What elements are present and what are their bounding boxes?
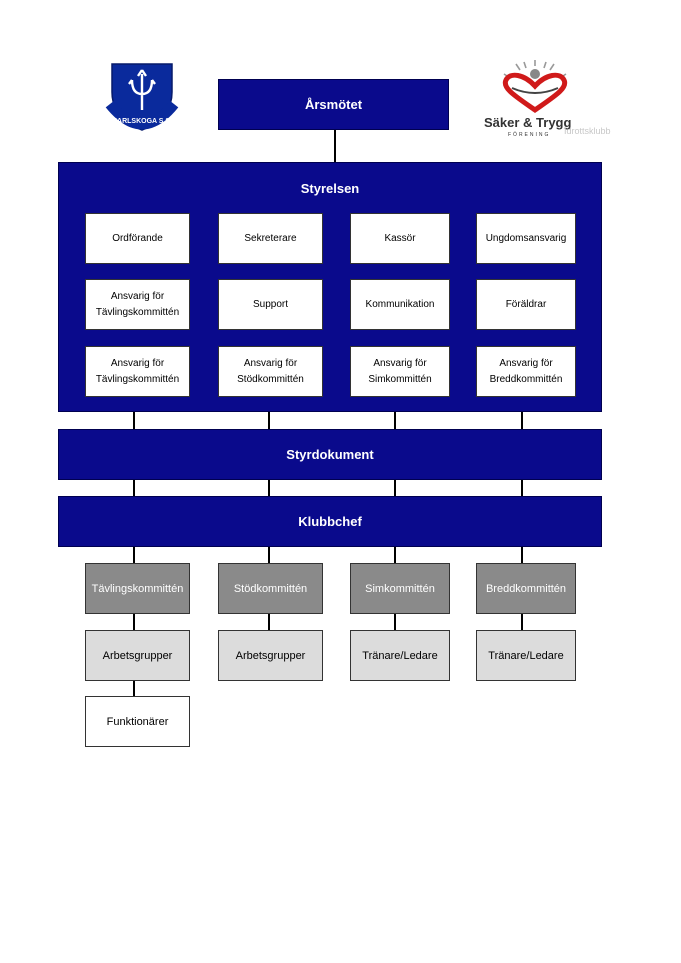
connector-doc-4 — [521, 478, 523, 498]
role-text-line2: Tävlingskommittén — [95, 306, 180, 318]
connector-doc-2 — [268, 478, 270, 498]
role-tavling-2: Ansvarig för Tävlingskommittén — [85, 346, 190, 397]
role-foraldrar: Föräldrar — [476, 279, 576, 330]
role-kommunikation: Kommunikation — [350, 279, 450, 330]
connector-chef-4 — [521, 546, 523, 564]
role-text-line2: Tävlingskommittén — [95, 373, 180, 385]
connector-chef-2 — [268, 546, 270, 564]
funktionarer-box: Funktionärer — [85, 696, 190, 747]
role-tavling-1: Ansvarig för Tävlingskommittén — [85, 279, 190, 330]
role-text-line2: Simkommittén — [368, 373, 432, 385]
committee-bredd: Breddkommittén — [476, 563, 576, 614]
connector-doc-1 — [133, 478, 135, 498]
connector-board-4 — [521, 411, 523, 431]
role-text: Support — [252, 298, 289, 310]
role-ordforande: Ordförande — [85, 213, 190, 264]
logo-right-line1: Säker & Trygg — [484, 115, 572, 130]
committee-stod: Stödkommittén — [218, 563, 323, 614]
subgroup-3: Tränare/Ledare — [350, 630, 450, 681]
connector-chef-1 — [133, 546, 135, 564]
subgroup-1: Arbetsgrupper — [85, 630, 190, 681]
saker-trygg-logo: Säker & Trygg Idrottsklubb FÖRENING — [478, 60, 638, 144]
logo-left-text: KARLSKOGA S.S. — [112, 118, 172, 125]
role-text: Kommunikation — [365, 298, 435, 310]
role-text-line2: Stödkommittén — [237, 373, 304, 385]
committee-tavling: Tävlingskommittén — [85, 563, 190, 614]
shield-emblem-icon: KARLSKOGA S.S. — [105, 63, 179, 131]
role-text: Kassör — [384, 232, 416, 244]
connector-comm-4 — [521, 613, 523, 631]
role-text-line2: Breddkommittén — [489, 373, 563, 385]
role-text-line1: Ansvarig för — [499, 357, 553, 369]
logo-right-line2: FÖRENING — [508, 132, 551, 138]
committee-sim: Simkommittén — [350, 563, 450, 614]
connector-board-2 — [268, 411, 270, 431]
karlskoga-logo: KARLSKOGA S.S. — [100, 60, 184, 134]
board-title: Styrelsen — [300, 181, 360, 196]
role-text: Ordförande — [112, 232, 163, 244]
role-text: Föräldrar — [505, 298, 547, 310]
logo-right-faint: Idrottsklubb — [564, 126, 611, 136]
role-kassor: Kassör — [350, 213, 450, 264]
role-text-line1: Ansvarig för — [373, 357, 427, 369]
connector-chef-3 — [394, 546, 396, 564]
role-text: Sekreterare — [244, 232, 297, 244]
arsmotet-box: Årsmötet — [218, 79, 449, 130]
connector-top — [334, 129, 336, 163]
connector-sub-1 — [133, 680, 135, 697]
role-bredd: Ansvarig för Breddkommittén — [476, 346, 576, 397]
role-stod: Ansvarig för Stödkommittén — [218, 346, 323, 397]
connector-comm-2 — [268, 613, 270, 631]
role-text: Ungdomsansvarig — [485, 232, 567, 244]
connector-comm-1 — [133, 613, 135, 631]
connector-doc-3 — [394, 478, 396, 498]
connector-board-3 — [394, 411, 396, 431]
heart-logo-icon — [502, 60, 568, 114]
connector-comm-3 — [394, 613, 396, 631]
role-text-line1: Ansvarig för — [243, 357, 298, 369]
styrdokument-bar: Styrdokument — [58, 429, 602, 480]
role-support: Support — [218, 279, 323, 330]
role-ungdomsansvarig: Ungdomsansvarig — [476, 213, 576, 264]
connector-board-1 — [133, 411, 135, 431]
role-sekreterare: Sekreterare — [218, 213, 323, 264]
role-text-line1: Ansvarig för — [110, 290, 165, 302]
subgroup-2: Arbetsgrupper — [218, 630, 323, 681]
klubbchef-bar: Klubbchef — [58, 496, 602, 547]
role-sim: Ansvarig för Simkommittén — [350, 346, 450, 397]
role-text-line1: Ansvarig för — [110, 357, 165, 369]
subgroup-4: Tränare/Ledare — [476, 630, 576, 681]
